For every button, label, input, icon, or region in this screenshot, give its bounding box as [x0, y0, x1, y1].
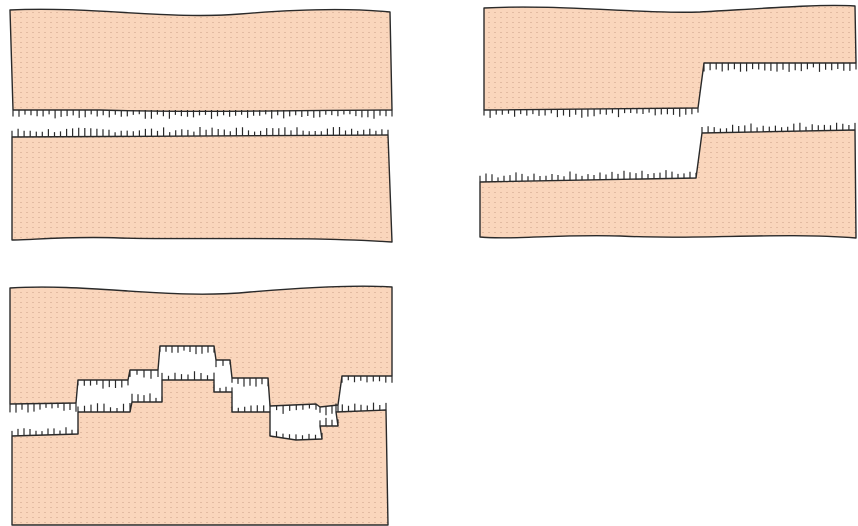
- upper-step-spikes-b: [704, 63, 856, 72]
- lower-block: [12, 135, 392, 242]
- interlocking-gap-panel: [10, 286, 392, 525]
- lower-block: [480, 130, 856, 238]
- upper-block: [484, 5, 856, 110]
- flat-gap-panel: [10, 9, 392, 242]
- stepped-gap-panel: [480, 5, 856, 238]
- upper-block: [10, 9, 392, 111]
